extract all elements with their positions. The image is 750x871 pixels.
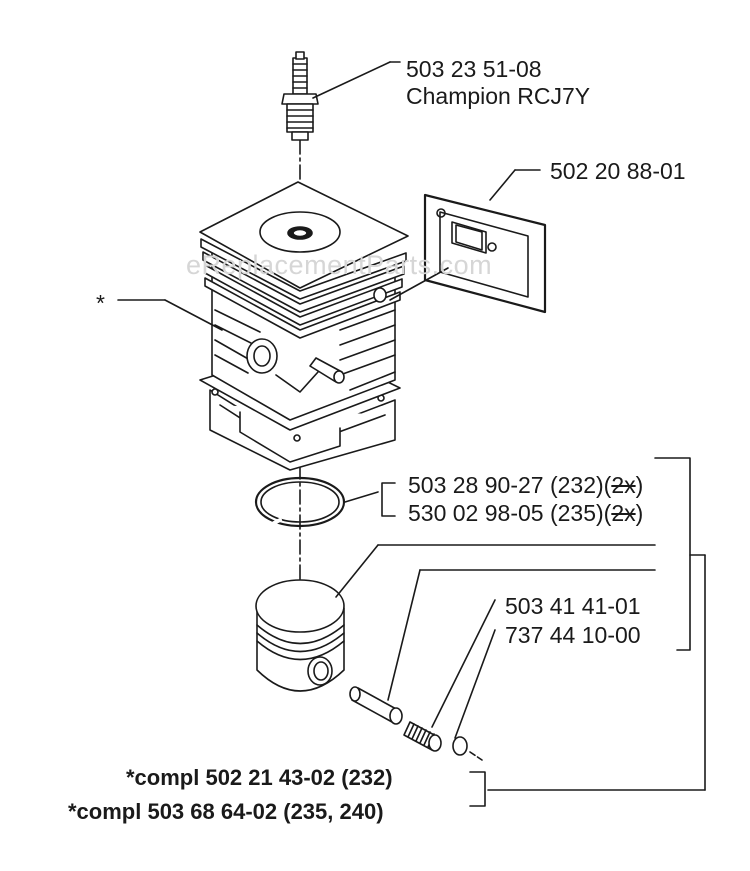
spark-plug-part-label: 503 23 51-08 [406,56,542,82]
piston-ring-icon [254,476,346,528]
leader-line [344,491,379,503]
circlip-part-label: 737 44 10-00 [505,622,641,648]
piston-pin-part-label: 503 41 41-01 [505,593,641,619]
leader-line [431,599,496,728]
ring-2-qty: 2x [611,500,636,526]
leader-line [454,629,496,739]
bracket [654,457,691,651]
leader-line [387,569,421,701]
gasket-icon [423,193,547,314]
ring-2-part-text: 530 02 98-05 (235)( [408,500,612,526]
ring-1-qty: 2x [611,472,636,498]
leader-line [164,299,223,331]
ring-1-part-text: 503 28 90-27 (232)( [408,472,612,498]
watermark: eReplacementParts.com [186,250,493,280]
leader-line [335,544,379,598]
needle-bearing-icon [403,721,442,752]
leader-line [389,267,449,301]
piston-pin-icon [349,686,403,725]
cylinder-icon [199,181,409,471]
ring-1-part-label: 503 28 90-27 (232)(2x) [408,472,643,498]
piston-icon [255,579,345,692]
circlip-icon [452,736,468,756]
leader-line [312,61,391,99]
compl-kit-1-label: *compl 502 21 43-02 (232) [126,765,393,790]
bracket [469,771,486,807]
gasket-part-label: 502 20 88-01 [550,158,686,184]
leader-line [489,169,516,201]
spark-plug-icon [281,51,319,141]
ring-2-close: ) [635,500,644,526]
bracket [381,482,396,517]
ring-2-part-label: 530 02 98-05 (235)(2x) [408,500,643,526]
spark-plug-name-label: Champion RCJ7Y [406,83,591,109]
ring-1-close: ) [635,472,644,498]
axis-line [469,751,483,761]
compl-kit-2-label: *compl 503 68 64-02 (235, 240) [68,799,384,824]
cylinder-asterisk-label: * [96,290,105,316]
